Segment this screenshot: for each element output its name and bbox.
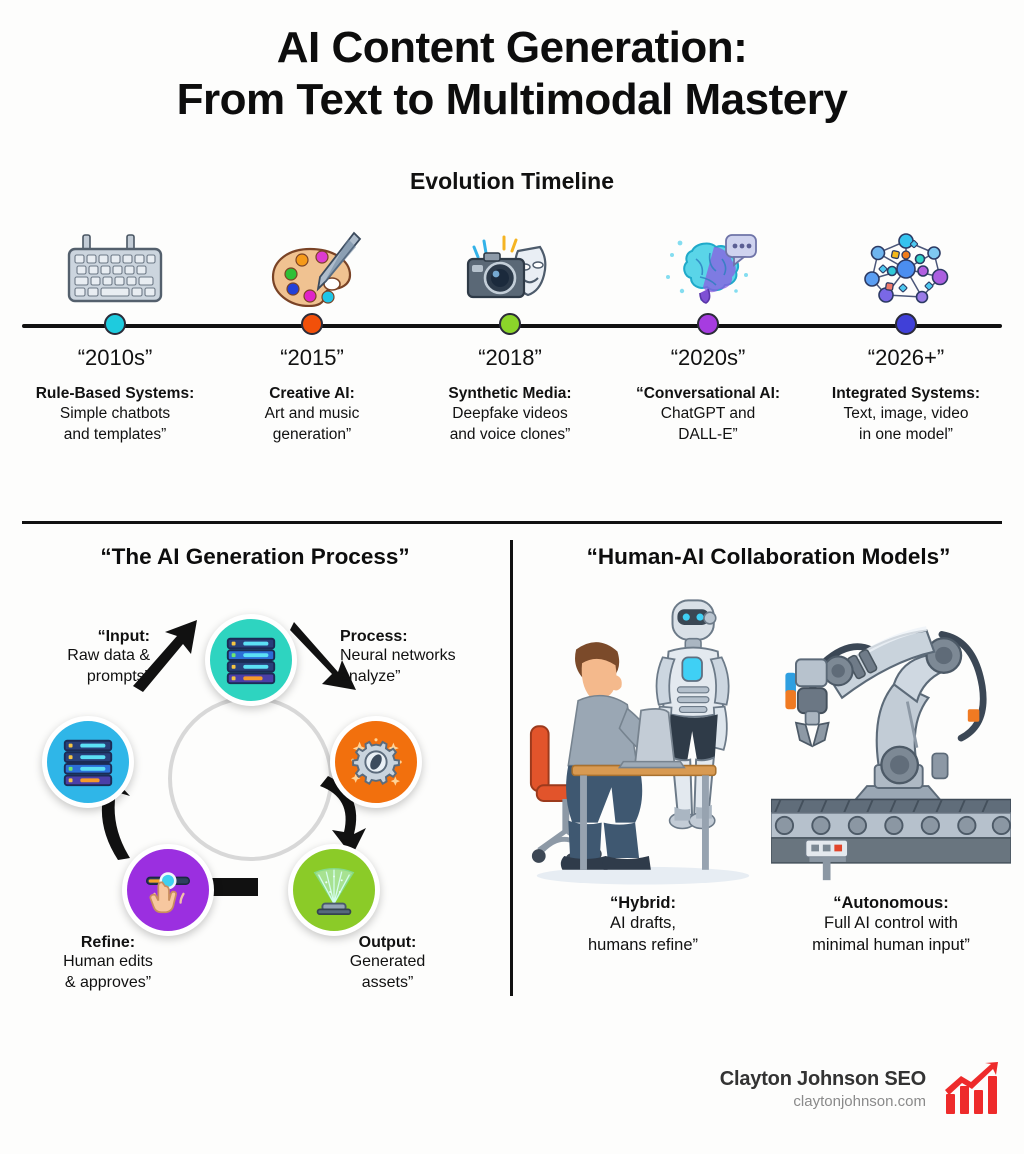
timeline-year: “2015” bbox=[280, 344, 344, 370]
process-label-head: Output: bbox=[358, 934, 417, 951]
timeline-desc-line: generation” bbox=[272, 425, 352, 443]
process-label-line: prompts” bbox=[86, 667, 150, 685]
timeline-item-2026plus[interactable]: “2026+” Integrated Systems: Text, image,… bbox=[808, 211, 1004, 445]
timeline-dot bbox=[895, 312, 917, 335]
process-label-head: “Input: bbox=[97, 628, 150, 645]
arrow-input-to-process bbox=[133, 620, 197, 692]
collaboration-caption-autonomous: “Autonomous: Full AI control with minima… bbox=[771, 894, 1011, 957]
process-node-output[interactable] bbox=[288, 844, 380, 936]
robotic-arm-conveyor-illustration bbox=[771, 580, 1011, 890]
timeline-label: Synthetic Media: bbox=[448, 384, 572, 402]
timeline-desc-line: Text, image, video bbox=[843, 405, 969, 423]
server-stack-icon bbox=[226, 637, 276, 685]
collaboration-panel-title: “Human-AI Collaboration Models” bbox=[586, 544, 951, 569]
timeline-dot bbox=[301, 312, 323, 335]
brain-chat-icon bbox=[610, 211, 806, 311]
timeline-item-2018[interactable]: “2018” Synthetic Media: Deepfake videos … bbox=[412, 211, 608, 445]
arrow-gear-to-output bbox=[320, 776, 366, 856]
collaboration-caption-head: “Hybrid: bbox=[610, 894, 676, 912]
process-cycle-diagram: “Input: Raw data & prompts” bbox=[0, 576, 510, 996]
process-node-analyze[interactable] bbox=[330, 716, 422, 808]
timeline-label: Integrated Systems: bbox=[831, 384, 981, 402]
slider-hand-icon bbox=[145, 872, 191, 914]
timeline-year: “2026+” bbox=[867, 344, 945, 370]
process-label-line: Generated bbox=[349, 953, 426, 970]
process-label-line: & approves” bbox=[64, 973, 152, 991]
brand-url: claytonjohnson.com bbox=[793, 1093, 926, 1110]
process-node-refine[interactable] bbox=[122, 844, 214, 936]
process-label-line: Human edits bbox=[63, 953, 153, 970]
process-panel-title: “The AI Generation Process” bbox=[100, 544, 410, 569]
arrow-process-to-gear bbox=[290, 622, 356, 690]
brand-text-block: Clayton Johnson SEO claytonjohnson.com bbox=[720, 1068, 926, 1110]
server-stack-icon bbox=[63, 739, 113, 787]
human-robot-desk-illustration bbox=[523, 580, 763, 890]
gear-sparkle-icon bbox=[351, 738, 402, 786]
timeline-year: “2018” bbox=[478, 344, 542, 370]
process-label-input: “Input: Raw data & prompts” bbox=[0, 628, 150, 688]
page-title: AI Content Generation: From Text to Mult… bbox=[0, 0, 1024, 126]
timeline-desc-line: Art and music bbox=[264, 405, 360, 423]
collaboration-item-autonomous[interactable]: “Autonomous: Full AI control with minima… bbox=[771, 580, 1011, 957]
collaboration-caption-head: “Autonomous: bbox=[833, 894, 949, 912]
timeline-desc-line: Deepfake videos bbox=[452, 405, 568, 423]
keyboard-icon bbox=[17, 211, 213, 311]
evolution-timeline: “2010s” Rule-Based Systems: Simple chatb… bbox=[0, 211, 1024, 491]
footer-branding: Clayton Johnson SEO claytonjohnson.com bbox=[720, 1062, 1000, 1116]
timeline-item-2020s[interactable]: “2020s” “Conversational AI: ChatGPT and … bbox=[610, 211, 806, 445]
collaboration-caption-line: AI drafts, bbox=[609, 914, 677, 932]
brand-name: Clayton Johnson SEO bbox=[719, 1068, 926, 1090]
growth-chart-icon bbox=[945, 1062, 998, 1114]
collaboration-caption-line: minimal human input” bbox=[812, 935, 970, 954]
section-divider-vertical bbox=[510, 540, 513, 996]
collaboration-caption-line: Full AI control with bbox=[824, 914, 958, 932]
timeline-label: Creative AI: bbox=[269, 384, 355, 402]
timeline-heading: Evolution Timeline bbox=[409, 167, 615, 194]
timeline-dot bbox=[499, 312, 521, 335]
timeline-desc-line: Simple chatbots bbox=[59, 405, 171, 423]
timeline-item-2015[interactable]: “2015” Creative AI: Art and music genera… bbox=[214, 211, 410, 445]
paint-palette-icon bbox=[214, 211, 410, 311]
process-label-head: Refine: bbox=[80, 934, 136, 951]
title-line-2: From Text to Multimodal Mastery bbox=[176, 74, 848, 124]
projector-beam-icon bbox=[313, 868, 355, 916]
cycle-ring bbox=[168, 696, 333, 861]
timeline-dot bbox=[104, 312, 126, 335]
collaboration-caption-hybrid: “Hybrid: AI drafts, humans refine” bbox=[523, 894, 763, 957]
timeline-label: “Conversational AI: bbox=[635, 384, 781, 402]
process-label-head: Process: bbox=[340, 628, 408, 645]
section-divider-horizontal bbox=[22, 521, 1002, 524]
timeline-desc-line: and voice clones” bbox=[449, 425, 571, 443]
collaboration-item-hybrid[interactable]: “Hybrid: AI drafts, humans refine” bbox=[523, 580, 763, 957]
camera-mask-icon bbox=[412, 211, 608, 311]
timeline-desc-line: in one model” bbox=[859, 425, 953, 443]
process-label-refine: Refine: Human edits & approves” bbox=[18, 934, 198, 994]
process-label-process: Process: Neural networks analyze” bbox=[340, 628, 515, 688]
timeline-label: Rule-Based Systems: bbox=[35, 384, 195, 402]
title-line-1: AI Content Generation: bbox=[276, 23, 748, 72]
process-label-line: analyze” bbox=[340, 667, 401, 685]
arrow-refine-to-input bbox=[90, 772, 130, 860]
process-label-line: Neural networks bbox=[340, 647, 456, 664]
timeline-year: “2010s” bbox=[77, 344, 153, 370]
timeline-desc-line: ChatGPT and bbox=[660, 405, 756, 423]
timeline-dot bbox=[697, 312, 719, 335]
network-graph-icon bbox=[808, 211, 1004, 311]
process-node-input[interactable] bbox=[42, 716, 134, 808]
process-label-line: assets” bbox=[361, 973, 414, 991]
timeline-desc-line: and templates” bbox=[63, 425, 167, 443]
timeline-desc-line: DALL-E” bbox=[678, 425, 738, 443]
timeline-item-2010s[interactable]: “2010s” Rule-Based Systems: Simple chatb… bbox=[17, 211, 213, 445]
human-ai-collaboration-panel: “Human-AI Collaboration Models” bbox=[513, 528, 1024, 1008]
collaboration-caption-line: humans refine” bbox=[587, 935, 699, 954]
ai-generation-process-panel: “The AI Generation Process” bbox=[0, 528, 510, 1008]
process-label-output: Output: Generated assets” bbox=[300, 934, 475, 994]
timeline-year: “2020s” bbox=[670, 344, 746, 370]
process-node-process[interactable] bbox=[205, 614, 297, 706]
process-label-line: Raw data & bbox=[67, 647, 150, 664]
